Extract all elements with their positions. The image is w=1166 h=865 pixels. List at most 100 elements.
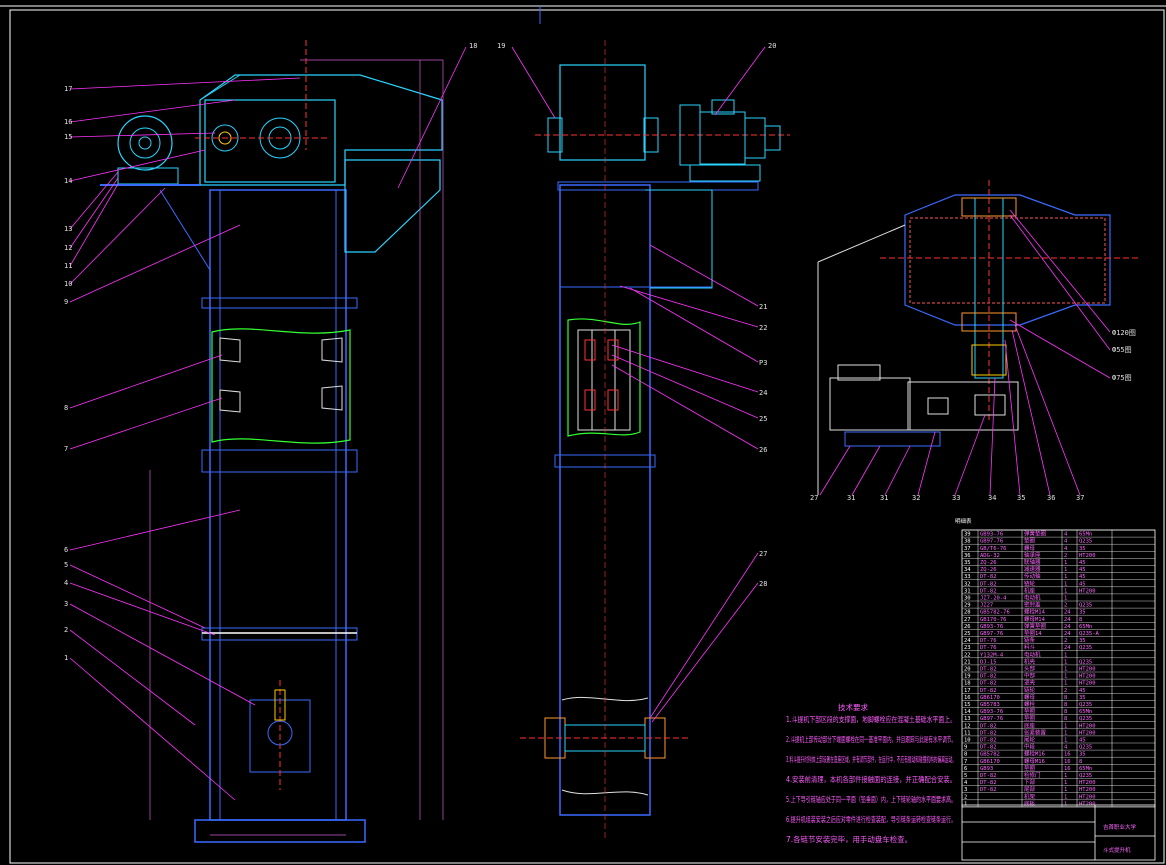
table-cell: DT-82 (980, 588, 997, 594)
table-cell: 1 (1064, 794, 1067, 800)
table-cell: HT200 (1079, 588, 1096, 594)
table-cell: 8 (1064, 702, 1067, 708)
table-cell: 联轴器 (1024, 558, 1041, 566)
table-cell: DT-82 (980, 730, 997, 736)
table-cell: 中部 (1024, 672, 1036, 680)
table-cell: 张紧装置 (1024, 728, 1047, 736)
table-cell: 1 (1064, 787, 1067, 793)
table-cell: GB5782-76 (980, 610, 1010, 616)
table-cell: 弹簧垫圈 (1024, 622, 1047, 630)
table-cell: 料斗 (1024, 643, 1036, 651)
table-cell: 垫圈 (1024, 707, 1036, 715)
table-cell: 螺栓M16 (1024, 750, 1045, 758)
table-cell: 1 (1064, 730, 1067, 736)
table-cell: DT-82 (980, 674, 997, 680)
table-cell: 1 (1064, 659, 1067, 665)
table-cell: 1 (1064, 738, 1067, 744)
table-cell: 螺母 (1024, 544, 1036, 552)
table-cell: 尾部 (1024, 785, 1036, 793)
table-cell: 36 (964, 553, 971, 559)
table-cell: 33 (964, 574, 971, 580)
table-cell: 30 (964, 596, 971, 602)
table-cell: 45 (1079, 581, 1086, 587)
table-cell: HT200 (1079, 667, 1096, 673)
table-cell: 45 (1079, 567, 1086, 573)
tech-notes: 1.斗提机下部区段的支撑面，地脚螺栓应在混凝土基础水平面上。2.斗提机上部传动部… (786, 714, 956, 844)
callout-number: 31 (880, 494, 888, 502)
table-cell: GB93 (980, 766, 993, 772)
table-cell: DT-82 (980, 667, 997, 673)
table-cell: 14 (964, 709, 971, 715)
table-cell: 9 (964, 745, 967, 751)
table-cell: DT-76 (980, 638, 997, 644)
table-cell: Q235 (1079, 716, 1092, 722)
table-cell: 1 (1064, 681, 1067, 687)
table-cell: 2 (1064, 603, 1067, 609)
table-cell: 1 (1064, 567, 1067, 573)
table-cell: HT200 (1079, 730, 1096, 736)
table-cell: 下部 (1024, 778, 1036, 786)
table-cell: 弹簧垫圈 (1024, 530, 1047, 538)
table-cell: 1 (1064, 652, 1067, 658)
table-cell: Q235 (1079, 702, 1092, 708)
table-cell: GB/T6-76 (980, 546, 1007, 552)
table-cell: 密封盖 (1024, 601, 1041, 609)
table-cell: JZ27 (980, 603, 993, 609)
table-cell: 4 (1064, 532, 1068, 538)
table-cell: 螺栓 (1024, 700, 1036, 708)
table-cell: HT200 (1079, 553, 1096, 559)
table-cell: GB5782 (980, 752, 1000, 758)
table-cell: 10 (964, 738, 971, 744)
callout-number: 6 (64, 546, 68, 554)
table-cell: 65Mn (1079, 532, 1092, 538)
table-cell: 21 (964, 659, 971, 665)
table-cell: HT200 (1079, 674, 1096, 680)
table-cell: GB97-76 (980, 539, 1003, 545)
table-cell: 电动机 (1024, 650, 1041, 658)
table-cell: Q235 (1079, 745, 1092, 751)
table-cell: 16 (1064, 752, 1071, 758)
table-cell: GB6170 (980, 695, 1000, 701)
table-cell: GB170-76 (980, 617, 1007, 623)
tech-note: 2.斗提机上部传动部分下端面螺栓在同一基准平面内，并且跟踪与此是有水平调节。 (786, 734, 956, 744)
table-cell: 机壳 (1024, 657, 1036, 665)
table-cell: DT-82 (980, 738, 997, 744)
table-cell: 6 (964, 766, 967, 772)
table-cell: GB6170 (980, 759, 1000, 765)
table-cell: 35 (1079, 546, 1086, 552)
callout-number: 36 (1047, 494, 1055, 502)
table-cell: 链条 (1024, 636, 1036, 644)
table-cell: 65Mn (1079, 624, 1092, 630)
table-cell: 34 (964, 567, 971, 573)
table-cell: 1 (1064, 674, 1067, 680)
table-cell: 头部 (1024, 665, 1036, 673)
table-cell: 27 (964, 617, 971, 623)
table-cell: DT-82 (980, 780, 997, 786)
table-cell: 8 (1064, 709, 1067, 715)
callout-number: 26 (759, 446, 767, 454)
callout-number: 17 (64, 85, 72, 93)
table-cell: ZQ-26 (980, 560, 997, 566)
table-cell: 3 (964, 787, 967, 793)
table-cell: 2 (1064, 553, 1067, 559)
table-cell: 13 (964, 716, 971, 722)
table-cell: 45 (1079, 738, 1086, 744)
table-cell: 垫圈14 (1024, 629, 1042, 637)
table-cell: HT200 (1079, 801, 1096, 807)
table-cell: 机座 (1024, 586, 1036, 594)
tech-note: 7.各链节安装完毕，用手动盘车检查。 (786, 834, 912, 844)
table-cell: GB97-76 (980, 716, 1003, 722)
table-cell: 8 (1079, 617, 1082, 623)
table-cell: DT-82 (980, 681, 997, 687)
table-cell: 1 (1064, 723, 1067, 729)
callout-number: 31 (847, 494, 855, 502)
dimension-note: Ф120图 (1112, 329, 1136, 337)
table-cell: 4 (1064, 546, 1068, 552)
callout-number: 8 (64, 404, 68, 412)
table-cell: 18 (964, 681, 971, 687)
callout-number: 5 (64, 561, 68, 569)
sheet-border (9, 9, 1165, 864)
